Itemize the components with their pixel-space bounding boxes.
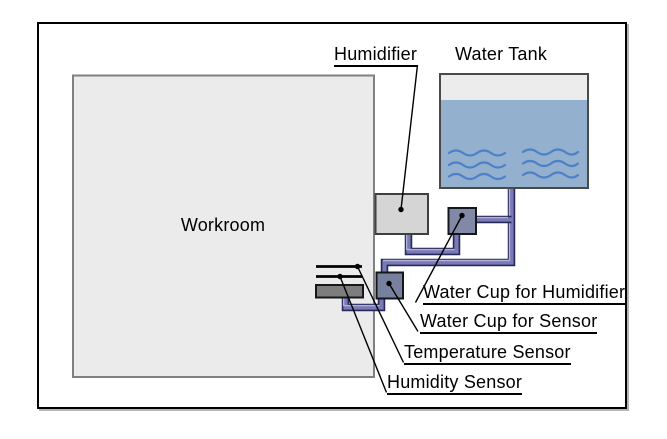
label-humidity-sensor: Humidity Sensor bbox=[387, 372, 523, 395]
callout-line-water-cup-sensor bbox=[388, 283, 419, 332]
label-humidity-sensor-text: Humidity Sensor bbox=[387, 372, 523, 395]
label-water-cup-for-sensor-text: Water Cup for Sensor bbox=[420, 311, 598, 334]
label-temperature-sensor-text: Temperature Sensor bbox=[404, 342, 571, 365]
label-humidifier: Humidifier bbox=[334, 44, 418, 67]
pipe-humidifier-to-cup bbox=[404, 231, 461, 256]
workroom-box bbox=[72, 74, 375, 378]
callout-line-humidity-sensor bbox=[339, 276, 388, 393]
label-water-tank: Water Tank bbox=[455, 44, 548, 64]
callout-dot-humidifier bbox=[398, 206, 404, 213]
label-temperature-sensor: Temperature Sensor bbox=[404, 342, 571, 365]
label-humidifier-text: Humidifier bbox=[334, 44, 418, 67]
diagram-border bbox=[37, 22, 627, 409]
callout-dot-water-cup-humidifier bbox=[459, 212, 465, 219]
callout-dot-water-cup-sensor bbox=[386, 280, 392, 287]
tank-outline bbox=[439, 73, 589, 189]
callout-dot-temperature-sensor bbox=[354, 263, 361, 270]
label-water-cup-for-sensor: Water Cup for Sensor bbox=[420, 311, 598, 334]
callout-dot-humidity-sensor bbox=[337, 273, 343, 280]
water-cup-for-humidifier-box bbox=[447, 207, 477, 235]
water-waves-icon bbox=[447, 148, 580, 181]
water-tank-box bbox=[439, 73, 589, 189]
pipe-tank-to-sensor-cup bbox=[380, 186, 516, 274]
callout-line-humidifier bbox=[400, 64, 419, 210]
callout-line-water-cup-humidifier bbox=[414, 215, 463, 303]
callout-line-temperature-sensor bbox=[356, 266, 405, 363]
label-water-cup-for-humidifier-text: Water Cup for Humidifier bbox=[423, 282, 626, 305]
pipe-branch-to-humidifier-cup bbox=[474, 215, 512, 224]
label-water-cup-for-humidifier: Water Cup for Humidifier bbox=[423, 282, 626, 305]
humidity-sensor-box bbox=[315, 284, 364, 299]
label-workroom: Workroom bbox=[180, 215, 266, 235]
tank-air-gap bbox=[440, 74, 588, 100]
